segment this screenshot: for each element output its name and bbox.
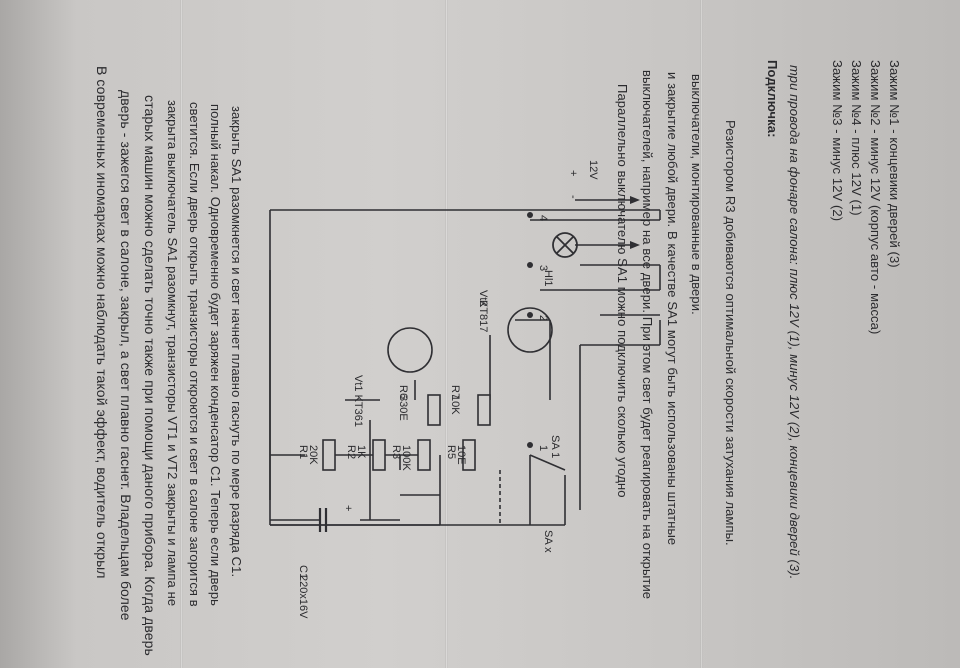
- resistor-r6: [427, 394, 441, 426]
- label-minus: -: [567, 195, 579, 199]
- transistor-vt2: [507, 307, 553, 353]
- transistor-vt1: [387, 327, 433, 373]
- terminal-4: 4: [537, 215, 549, 221]
- terminal-2: 2: [537, 315, 549, 321]
- label-sa1: SA 1: [549, 435, 561, 458]
- parallel-line: и закрытие любой двери. В качестве SA1 м…: [665, 72, 680, 546]
- label-r3: R3: [390, 445, 402, 459]
- resistor-r1: [322, 439, 336, 471]
- label-hl1: Hl1: [542, 270, 554, 287]
- paper-fold: [180, 0, 183, 668]
- label-sax: SA x: [542, 530, 554, 553]
- terminal-item: Зажим №3 - минус 12V (2): [830, 60, 845, 222]
- resistor-r2: [372, 439, 386, 471]
- label-cap-plus: +: [342, 505, 354, 511]
- value-r1: 20K: [307, 445, 319, 465]
- label-r5: R5: [445, 445, 457, 459]
- parallel-line: Параллельно выключателю SA1 можно подклю…: [615, 84, 630, 498]
- resistor-r5: [462, 439, 476, 471]
- value-r6: 330E: [397, 395, 409, 421]
- parallel-line: Резистором R3 добиваются оптимальной ско…: [723, 120, 738, 546]
- value-r5: 10E: [455, 445, 467, 465]
- resistor-r3: [417, 439, 431, 471]
- terminal-1: 1: [537, 445, 549, 451]
- connection-description: три провода на фонаре салона: плюс 12V (…: [787, 65, 802, 580]
- terminal-item: Зажим №4 - плюс 12V (1): [849, 60, 864, 216]
- value-r7: 10K: [449, 395, 461, 415]
- label-r7: R7: [449, 385, 461, 399]
- paper-fold: [445, 0, 448, 668]
- value-r2: 1K: [355, 445, 367, 459]
- label-r1: R1: [297, 445, 309, 459]
- label-r6: R6: [397, 385, 409, 399]
- label-plus: +: [567, 170, 579, 176]
- value-r3: 100K: [400, 445, 412, 471]
- connection-heading: Подключка:: [765, 60, 780, 138]
- label-r2: R2: [345, 445, 357, 459]
- value-vt2: KT817: [477, 300, 489, 332]
- value-c1: 220x16V: [297, 575, 309, 619]
- parallel-line: выключателей, например на все двери. При…: [640, 70, 655, 600]
- label-vt1: Vt1 KT361: [352, 375, 364, 427]
- label-c1: C1: [297, 565, 309, 579]
- parallel-line: выключатели, монтированные в двери.: [689, 74, 704, 315]
- label-vt2: Vt2: [477, 290, 489, 307]
- terminal-item: Зажим №1 - концевики дверей (3): [887, 60, 902, 268]
- lamp-hl1: [552, 232, 578, 258]
- label-12v: 12V: [587, 160, 599, 180]
- paper-fold: [700, 0, 703, 668]
- terminal-item: Зажим №2 - минус 12V (корпус авто - масс…: [868, 60, 883, 335]
- resistor-r7: [477, 394, 491, 426]
- terminal-3: 3: [537, 265, 549, 271]
